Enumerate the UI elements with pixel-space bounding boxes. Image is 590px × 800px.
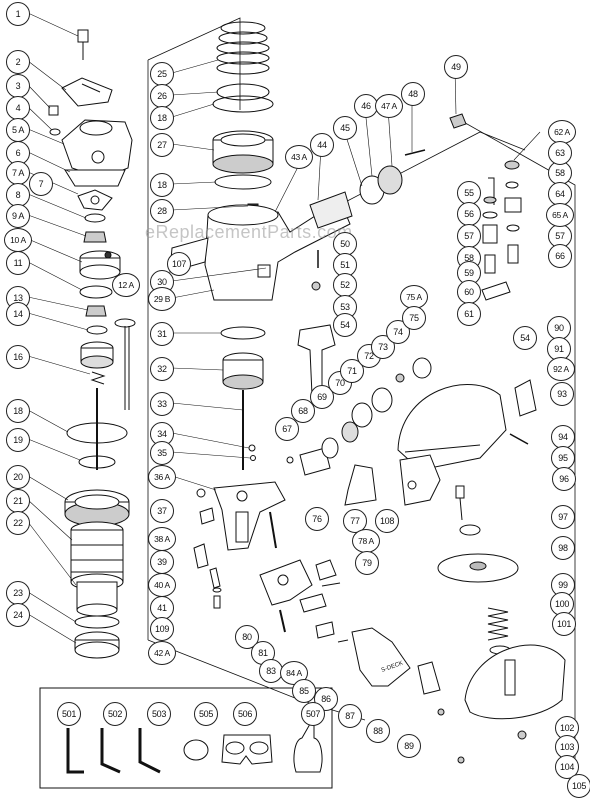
accessory-parts [66, 723, 323, 774]
accessories-box [39, 687, 333, 789]
leader-lines [27, 12, 541, 644]
left-column-guide [147, 17, 241, 110]
guide-bracket-parts [351, 627, 445, 716]
handle-trigger-parts [286, 113, 522, 506]
right-guide [459, 119, 576, 790]
upper-right-guide [329, 131, 526, 211]
magazine-parts [397, 379, 566, 764]
watermark-text: eReplacementParts.com [145, 222, 353, 242]
left-column-parts [48, 29, 136, 659]
center-column-parts [169, 21, 353, 643]
